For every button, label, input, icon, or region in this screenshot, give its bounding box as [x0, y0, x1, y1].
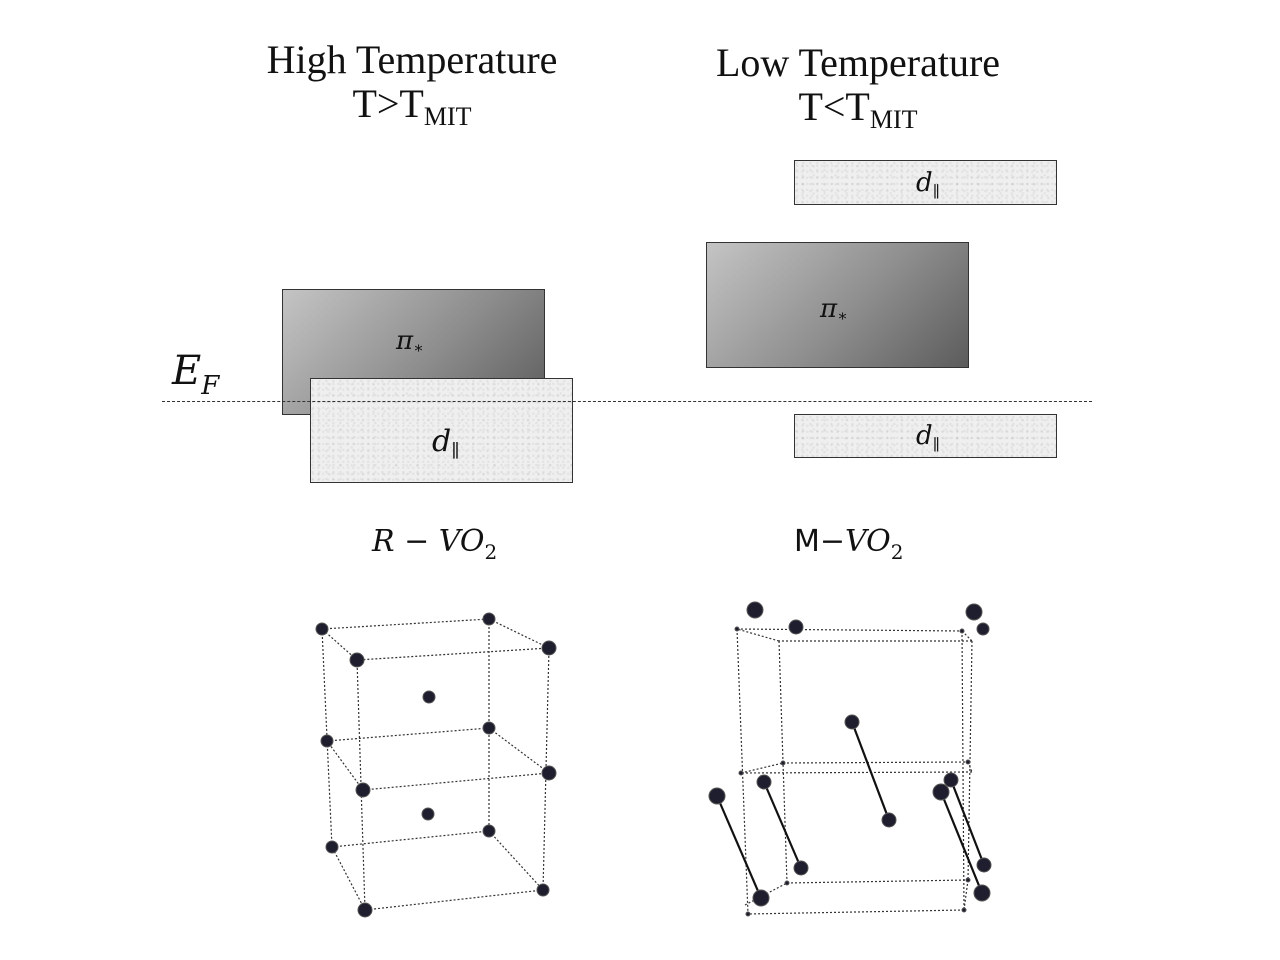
rutile-atom: [355, 782, 371, 798]
low-d-upper-band-label: d∥: [916, 168, 940, 201]
monoclinic-edge: [736, 628, 749, 915]
monoclinic-atom: [708, 787, 726, 805]
monoclinic-edge: [963, 879, 969, 911]
rutile-edge: [356, 647, 550, 661]
rutile-atom: [357, 902, 373, 918]
rutile-edge: [362, 772, 550, 791]
monoclinic-atom: [943, 772, 959, 788]
monoclinic-corner-atom: [780, 760, 786, 766]
rutile-edge: [326, 740, 364, 791]
rutile-atom: [482, 721, 496, 735]
monoclinic-edge: [782, 761, 969, 764]
vanadium-dimer-bond: [939, 791, 984, 894]
low-d-lower-band: [794, 414, 1057, 458]
low-temperature-heading: Low Temperature T<TMIT: [678, 40, 1038, 135]
monoclinic-edge: [736, 628, 780, 642]
rutile-atom: [325, 840, 339, 854]
rutile-edge: [488, 830, 544, 891]
rutile-edge: [331, 846, 366, 911]
low-pi-band: [706, 242, 969, 368]
monoclinic-atom: [973, 884, 991, 902]
rutile-atom: [320, 734, 334, 748]
rutile-atom: [422, 690, 436, 704]
monoclinic-atom: [881, 812, 897, 828]
monoclinic-corner-atom: [738, 770, 744, 776]
low-d-upper-band: [794, 160, 1057, 205]
rutile-edge: [488, 727, 550, 774]
monoclinic-corner-atom: [745, 911, 751, 917]
monoclinic-bonds: [715, 721, 986, 899]
monoclinic-atoms: [708, 601, 992, 917]
high-temperature-title: High Temperature: [266, 37, 558, 82]
monoclinic-corner-atom: [961, 907, 967, 913]
low-temperature-condition: T<TMIT: [798, 84, 918, 135]
rutile-edge: [326, 727, 490, 742]
monoclinic-edge: [747, 909, 965, 915]
monoclinic-edge: [961, 630, 965, 911]
monoclinic-atom: [793, 860, 809, 876]
rutile-atom: [349, 652, 365, 668]
rutile-atom: [541, 765, 557, 781]
rutile-edge: [321, 618, 490, 630]
rutile-phase-label: R − VO2: [372, 524, 498, 564]
fermi-level-line: [162, 401, 1092, 402]
vanadium-dimer-bond: [762, 781, 803, 869]
rutile-atom: [482, 824, 496, 838]
vanadium-dimer-bond: [850, 721, 891, 821]
monoclinic-corner-atom: [784, 880, 790, 886]
rutile-atom: [541, 640, 557, 656]
low-temperature-title: Low Temperature: [715, 40, 1001, 85]
rutile-atoms: [315, 612, 557, 918]
high-d-band: [310, 378, 573, 483]
monoclinic-atom: [756, 774, 772, 790]
high-d-band-label: d∥: [432, 424, 460, 462]
monoclinic-edge: [736, 628, 963, 632]
low-pi-band-label: π∗: [820, 294, 848, 325]
monoclinic-phase-label: M−VO2: [794, 524, 904, 564]
rutile-atom: [315, 622, 329, 636]
rutile-atom: [482, 612, 496, 626]
monoclinic-corner-atom: [965, 877, 971, 883]
high-pi-band-label: π∗: [396, 326, 424, 357]
vanadium-dimer-bond: [715, 795, 763, 899]
monoclinic-edge: [786, 879, 969, 884]
rutile-atom: [536, 883, 550, 897]
monoclinic-atom: [976, 622, 990, 636]
monoclinic-edge: [740, 771, 973, 774]
high-temperature-condition: T>TMIT: [352, 81, 472, 132]
high-temperature-heading: High Temperature T>TMIT: [232, 37, 592, 132]
monoclinic-atom: [788, 619, 804, 635]
low-d-lower-band-label: d∥: [916, 421, 940, 454]
rutile-edge: [488, 618, 550, 649]
monoclinic-lattice: [736, 628, 973, 915]
monoclinic-corner-atom: [965, 759, 971, 765]
monoclinic-atom: [844, 714, 860, 730]
monoclinic-edge: [740, 762, 784, 774]
monoclinic-atom: [746, 601, 764, 619]
monoclinic-atom: [965, 603, 983, 621]
monoclinic-corner-atom: [734, 626, 740, 632]
monoclinic-atom: [932, 783, 950, 801]
rutile-edge: [364, 889, 544, 911]
rutile-atom: [421, 807, 435, 821]
fermi-level-label: EF: [172, 348, 220, 401]
monoclinic-corner-atom: [959, 628, 965, 634]
monoclinic-atom: [752, 889, 770, 907]
vanadium-dimer-bond: [949, 779, 986, 866]
monoclinic-atom: [976, 857, 992, 873]
rutile-edge: [331, 830, 490, 848]
